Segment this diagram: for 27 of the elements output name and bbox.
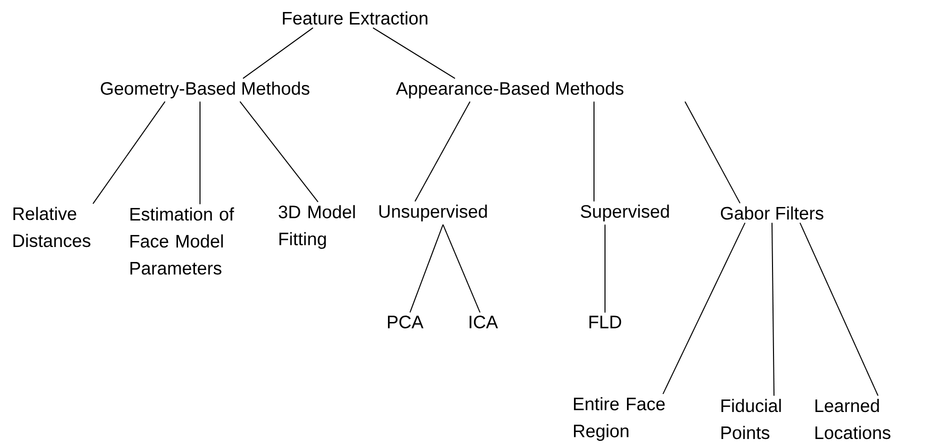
- tree-label: Geometry-Based Methods: [100, 82, 310, 98]
- tree-label: Learned Locations: [815, 398, 890, 440]
- tree-label: Fiducial Points: [721, 398, 781, 440]
- tree-line: [684, 101, 740, 204]
- tree-label: Entire Face Region: [574, 397, 665, 441]
- tree-line: [800, 222, 878, 396]
- tree-line: [662, 222, 746, 394]
- tree-label: Feature Extraction: [282, 11, 428, 25]
- tree-line: [372, 27, 456, 79]
- tree-label: ICA: [470, 316, 498, 328]
- tree-label: Supervised: [580, 204, 669, 222]
- tree-label: FLD: [589, 316, 622, 328]
- tree-label: Relative Distances: [13, 206, 90, 248]
- tree-label: Appearance-Based Methods: [396, 82, 624, 98]
- tree-line: [240, 101, 318, 202]
- tree-label: Estimation of Face Model Parameters: [130, 207, 234, 275]
- tree-line: [442, 224, 480, 313]
- tree-label: Unsupervised: [379, 204, 487, 222]
- tree-label: Gabor Filters: [720, 206, 824, 220]
- tree-line: [242, 27, 314, 79]
- tree-line: [772, 222, 774, 396]
- tree-line: [410, 224, 444, 313]
- tree-label: 3D Model Fitting: [278, 205, 355, 249]
- tree-line: [604, 224, 606, 314]
- tree-label: PCA: [388, 316, 424, 328]
- tree-line: [92, 101, 166, 204]
- tree-line: [414, 101, 470, 202]
